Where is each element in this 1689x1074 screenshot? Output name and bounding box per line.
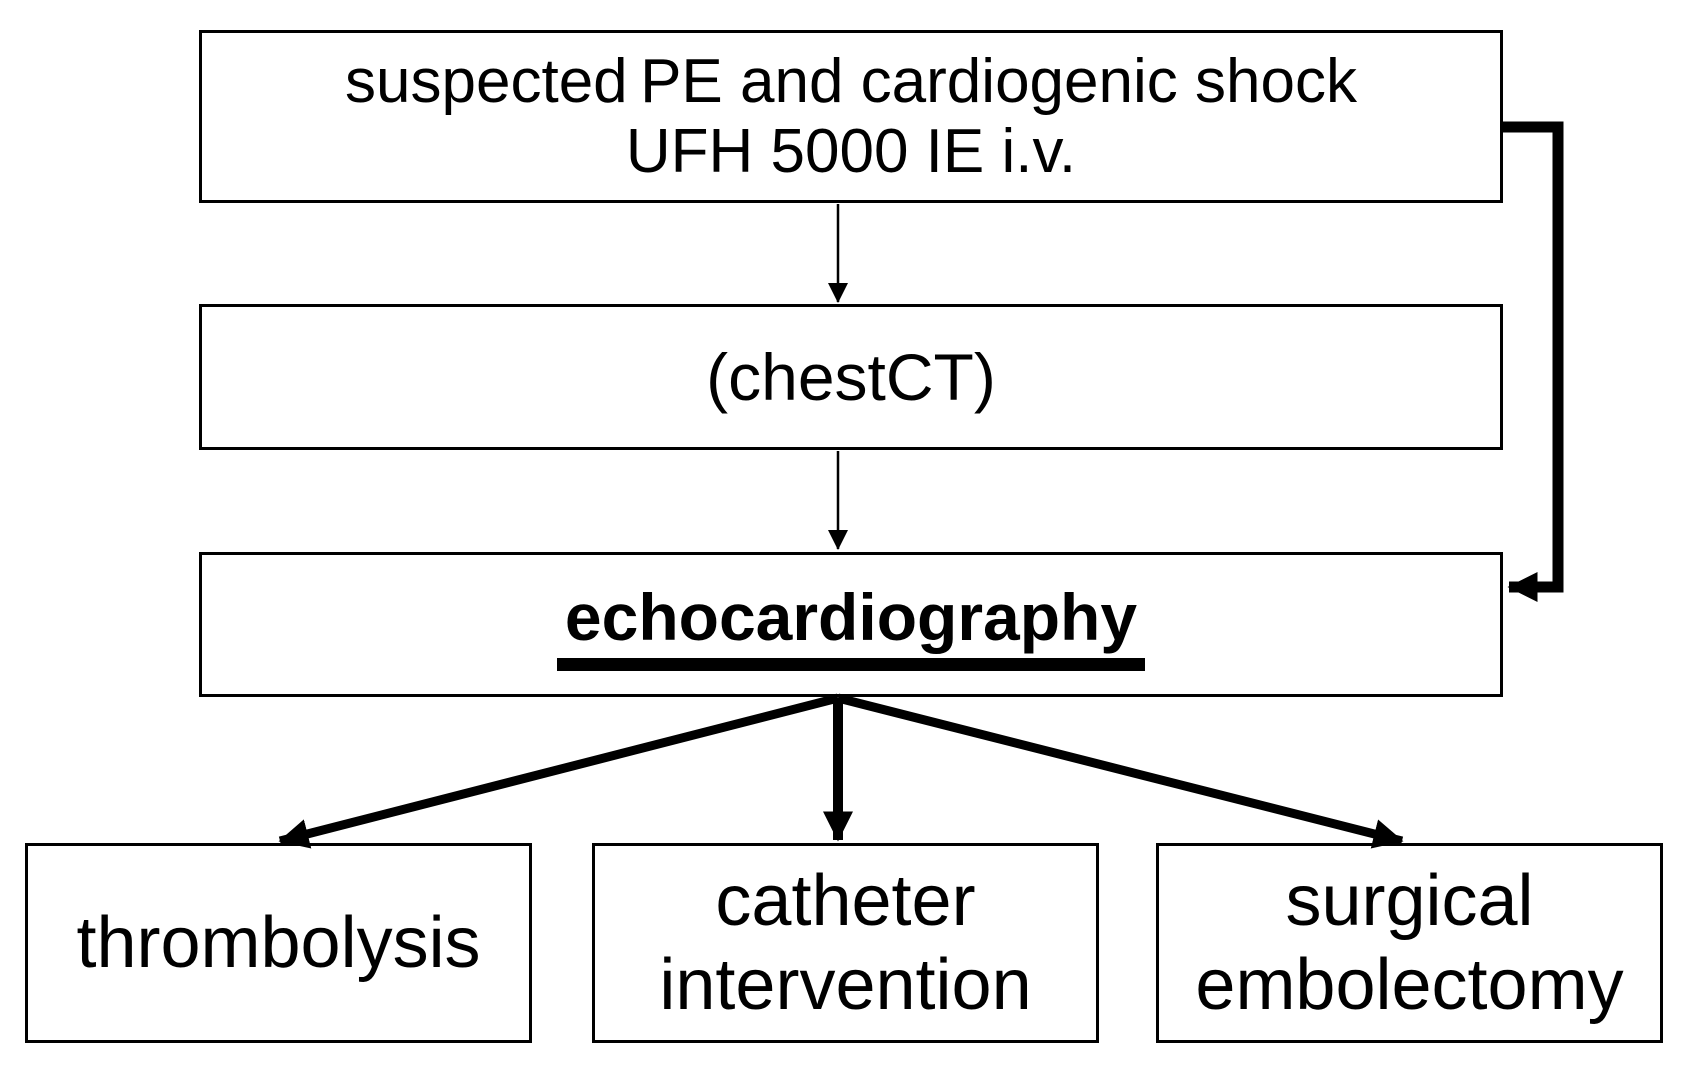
node-thrombolysis: thrombolysis	[25, 843, 532, 1043]
node-surgical-embolectomy: surgical embolectomy	[1156, 843, 1663, 1043]
arrow-echo-to-thrombolysis	[278, 693, 840, 849]
arrow-echo-to-surgical	[836, 693, 1404, 849]
node-suspected-pe: suspected PE and cardiogenic shock UFH 5…	[199, 30, 1503, 203]
node-thrombolysis-label: thrombolysis	[76, 903, 481, 983]
node-chest-ct-label: (chestCT)	[706, 340, 996, 414]
node-catheter-intervention: catheter intervention	[592, 843, 1099, 1043]
arrow-start-bypass-to-echo	[1503, 121, 1564, 602]
node-echocardiography-label: echocardiography	[556, 579, 1146, 671]
node-chest-ct: (chestCT)	[199, 304, 1503, 450]
node-echocardiography: echocardiography	[199, 552, 1503, 697]
node-suspected-pe-line1: suspected PE and cardiogenic shock	[345, 46, 1357, 116]
node-catheter-intervention-line1: catheter	[715, 861, 976, 941]
node-suspected-pe-line2: UFH 5000 IE i.v.	[625, 116, 1077, 186]
node-catheter-intervention-line2: intervention	[659, 945, 1032, 1025]
node-surgical-embolectomy-line2: embolectomy	[1195, 945, 1624, 1025]
node-surgical-embolectomy-line1: surgical	[1285, 861, 1534, 941]
